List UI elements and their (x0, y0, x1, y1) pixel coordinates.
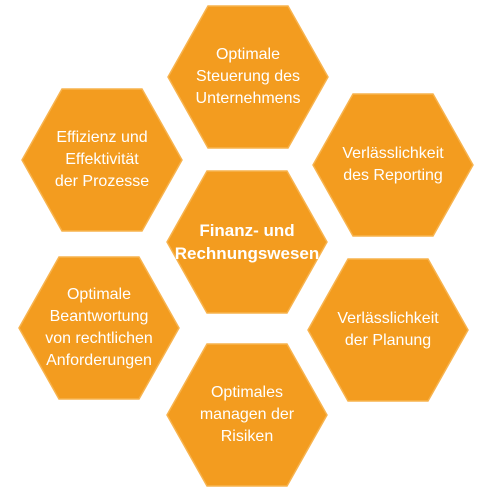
hex-verlaesslichkeit-reporting-shape (312, 93, 474, 237)
hex-optimales-risikomanagement-shape (166, 343, 328, 487)
hex-verlaesslichkeit-planung-shape (307, 258, 469, 402)
hex-optimale-steuerung-shape (167, 5, 329, 149)
hex-optimale-beantwortung-shape (18, 256, 180, 400)
hex-finanz-und-rechnungswesen-shape (166, 170, 328, 314)
hex-effizienz-shape (21, 88, 183, 232)
